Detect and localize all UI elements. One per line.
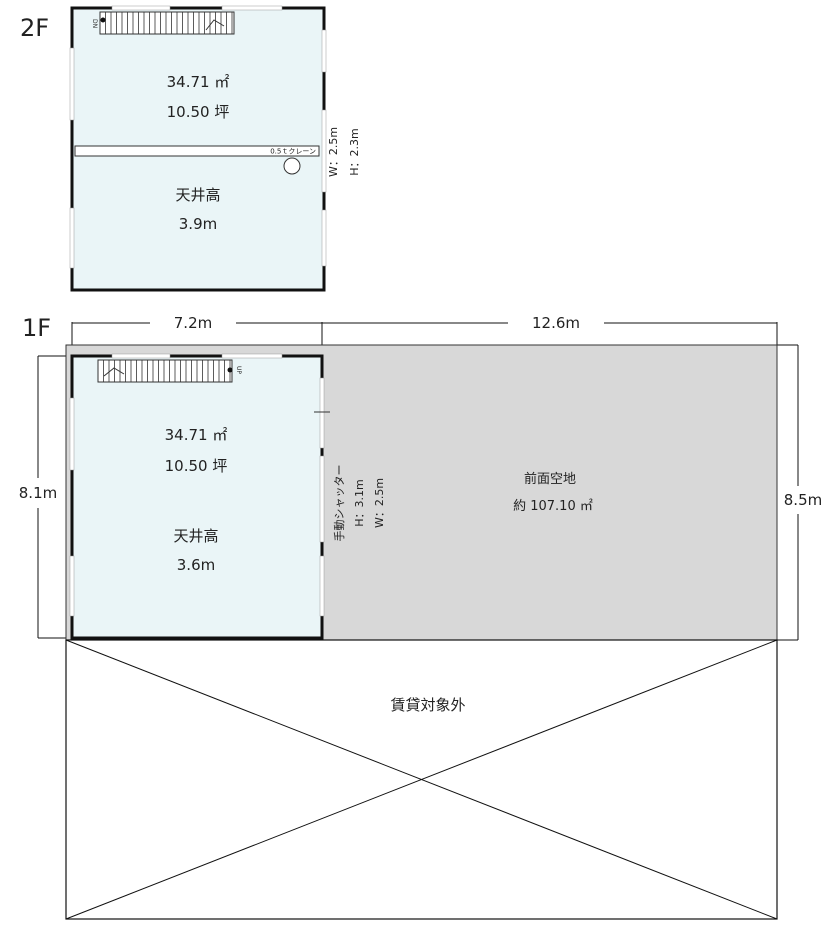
floor1-area-m2: 34.71 ㎡ bbox=[165, 426, 228, 444]
floor2-door-height: H：2.3m bbox=[348, 128, 361, 175]
floor2-window-west-1 bbox=[69, 47, 75, 121]
floor2-crane: 0.5ｔクレーン bbox=[74, 145, 320, 175]
floor1-ceiling-value: 3.6m bbox=[177, 556, 215, 574]
floor1-window-north-2 bbox=[221, 353, 283, 359]
floor1-front-area: 約 107.10 ㎡ bbox=[513, 499, 593, 514]
floor1-shutter-label: 手動シャッター bbox=[332, 465, 346, 542]
floor1-label: 1F bbox=[22, 314, 51, 342]
floor1-window-east-1 bbox=[319, 377, 325, 449]
floor2-door-width: W：2.5m bbox=[327, 127, 340, 177]
floor1-stair-mark: UP bbox=[235, 366, 242, 374]
floor1-width-right: 12.6m bbox=[532, 314, 580, 332]
floor1-room bbox=[69, 353, 330, 640]
floor1-shutter-height: H：3.1m bbox=[353, 479, 366, 526]
floor2-area-m2: 34.71 ㎡ bbox=[167, 73, 230, 91]
floor2-window-north-1 bbox=[111, 5, 171, 11]
floor2-window-east-1 bbox=[321, 29, 327, 73]
floor2-ceiling-label: 天井高 bbox=[175, 186, 220, 204]
floor2-window-west-2 bbox=[69, 207, 75, 269]
floor1-front-label: 前面空地 bbox=[524, 471, 576, 487]
floor2-stair-mark: DN bbox=[91, 19, 98, 28]
floor2-area-tsubo: 10.50 坪 bbox=[167, 103, 230, 121]
floor1-dimension-sides bbox=[37, 344, 799, 641]
floor2-window-north-2 bbox=[221, 5, 283, 11]
excluded-label: 賃貸対象外 bbox=[390, 696, 465, 714]
floor1-ceiling-label: 天井高 bbox=[173, 527, 218, 545]
floor2-stair: DN bbox=[91, 11, 235, 35]
floor2-window-east-2 bbox=[321, 209, 327, 267]
excluded-area bbox=[65, 639, 778, 920]
floor2-ceiling-value: 3.9m bbox=[179, 215, 217, 233]
floor1-stair: UP bbox=[97, 359, 242, 383]
floor1-depth-left: 8.1m bbox=[19, 484, 57, 502]
floor1-area-tsubo: 10.50 坪 bbox=[165, 457, 228, 475]
floor1-window-west-2 bbox=[69, 555, 75, 617]
floor1-width-left: 7.2m bbox=[174, 314, 212, 332]
floor1-window-west-1 bbox=[69, 397, 75, 471]
floor1-dimension-top bbox=[71, 322, 778, 345]
floor1-shutter-opening bbox=[319, 455, 325, 543]
floor1-depth-right: 8.5m bbox=[784, 491, 822, 509]
floor1-shutter-width: W：2.5m bbox=[373, 478, 386, 528]
floor2-crane-label: 0.5ｔクレーン bbox=[270, 148, 316, 156]
floor2-door-east bbox=[321, 109, 327, 193]
floor1-window-east-2 bbox=[319, 555, 325, 617]
floor2-label: 2F bbox=[20, 14, 49, 42]
floor1-window-north-1 bbox=[111, 353, 171, 359]
